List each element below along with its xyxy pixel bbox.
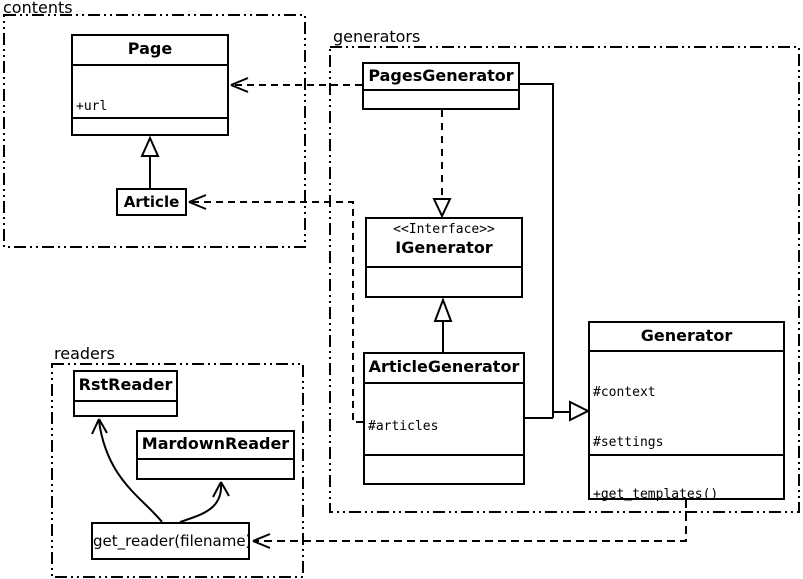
generators-package-label: generators xyxy=(333,27,421,46)
open-arrowhead-at-getreader-icon xyxy=(252,533,271,549)
open-arrowhead-at-article-icon xyxy=(188,194,207,210)
readers-package-label: readers xyxy=(54,344,115,363)
generator-class-name: Generator xyxy=(590,323,783,352)
getreader-function-box: get_reader(filename) xyxy=(91,522,250,560)
open-arrowhead-at-page-icon xyxy=(230,77,249,93)
article-class: Article xyxy=(116,188,187,216)
igenerator-interface: <<Interface>> IGenerator +generate_conte… xyxy=(365,217,523,298)
pagesgenerator-class: PagesGenerator #pages xyxy=(362,62,520,110)
hollow-triangle-at-page-icon xyxy=(140,135,160,157)
articlegenerator-attribute: #articles xyxy=(368,419,439,434)
markdownreader-class-name: MardownReader xyxy=(138,432,293,460)
generator-attribute: #settings xyxy=(593,434,664,450)
hollow-triangle-at-igenerator-bottom-icon xyxy=(433,297,453,322)
getreader-function-label: get_reader(filename) xyxy=(93,532,248,550)
readers-package-border xyxy=(51,363,304,578)
getreader-to-rstreader-curve xyxy=(98,420,163,523)
generator-to-getreader-dependency-line xyxy=(255,500,687,542)
contents-package-label: contents xyxy=(3,0,73,17)
articlegenerator-class-name: ArticleGenerator xyxy=(365,354,523,384)
generators-package-border xyxy=(329,46,800,513)
page-class: Page +url +slug +summary +check_properti… xyxy=(71,34,229,136)
markdownreader-class: MardownReader +read() xyxy=(136,430,295,480)
generator-attribute: #context xyxy=(593,385,656,401)
generator-method: +get_templates() xyxy=(593,487,719,502)
articlegenerator-to-article-dependency-line xyxy=(191,201,363,423)
igenerator-stereotype: <<Interface>> xyxy=(393,222,495,237)
hollow-triangle-at-igenerator-top-icon xyxy=(432,198,452,219)
igenerator-class-name: IGenerator xyxy=(395,238,493,257)
articlegenerator-class: ArticleGenerator #articles #dates #tags … xyxy=(363,352,525,485)
generator-class: Generator #context #settings #path #them… xyxy=(588,321,785,502)
page-attribute: +url xyxy=(76,98,108,114)
page-class-name: Page xyxy=(73,36,227,66)
pagesgenerator-class-name: PagesGenerator xyxy=(364,64,518,91)
open-arrowhead-at-rstreader-icon xyxy=(91,418,108,435)
contents-package-border xyxy=(3,14,306,248)
getreader-to-markdownreader-curve xyxy=(179,482,223,523)
open-arrowhead-at-markdownreader-icon xyxy=(212,481,230,498)
rstreader-class-name: RstReader xyxy=(75,372,176,402)
article-class-name: Article xyxy=(123,193,180,211)
hollow-triangle-at-generator-icon xyxy=(569,400,591,422)
rstreader-class: RstReader +read() xyxy=(73,370,178,417)
pagesgenerator-to-generator-inheritance-line xyxy=(520,83,554,418)
